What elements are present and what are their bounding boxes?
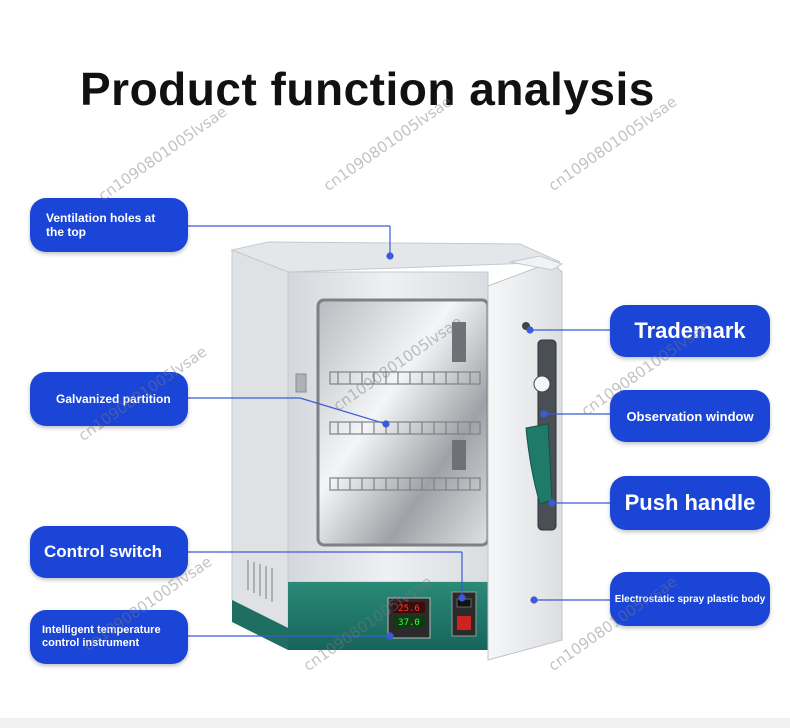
- label-control-switch: Control switch: [30, 526, 188, 578]
- door-latch: [295, 373, 307, 393]
- shelf-brackets: [452, 322, 466, 470]
- label-control-switch-text: Control switch: [44, 542, 163, 561]
- label-push-handle: Push handle: [610, 476, 770, 530]
- label-trademark: Trademark: [610, 305, 770, 357]
- label-ventilation-holes: Ventilation holes at the top: [30, 198, 188, 252]
- label-ventilation-text: Ventilation holes at the top: [46, 211, 156, 239]
- side-vents: [247, 560, 273, 602]
- label-observation-text: Observation window: [626, 408, 754, 424]
- shelves: [329, 371, 481, 491]
- door-top-cap: [509, 255, 564, 271]
- gauge: [533, 375, 551, 393]
- page-title: Product function analysis: [80, 63, 655, 115]
- label-partition-text: Galvanized partition: [56, 392, 171, 406]
- label-temperature-instrument-text: Intelligent temperature control instrume…: [42, 624, 161, 649]
- base-side: [232, 600, 288, 650]
- controller-display-bottom: 37.0: [398, 618, 420, 628]
- bottom-strip: [0, 718, 790, 728]
- label-temperature-instrument: Intelligent temperature control instrume…: [30, 610, 188, 664]
- label-spray-body-text: Electrostatic spray plastic body: [614, 593, 766, 605]
- label-trademark-text: Trademark: [634, 318, 746, 343]
- label-push-handle-text: Push handle: [624, 490, 756, 515]
- label-observation-window: Observation window: [610, 390, 770, 442]
- label-galvanized-partition: Galvanized partition: [30, 372, 188, 426]
- label-spray-body: Electrostatic spray plastic body: [610, 572, 770, 626]
- door-handle: [525, 423, 553, 505]
- controller-display-top: 25.6: [398, 604, 420, 614]
